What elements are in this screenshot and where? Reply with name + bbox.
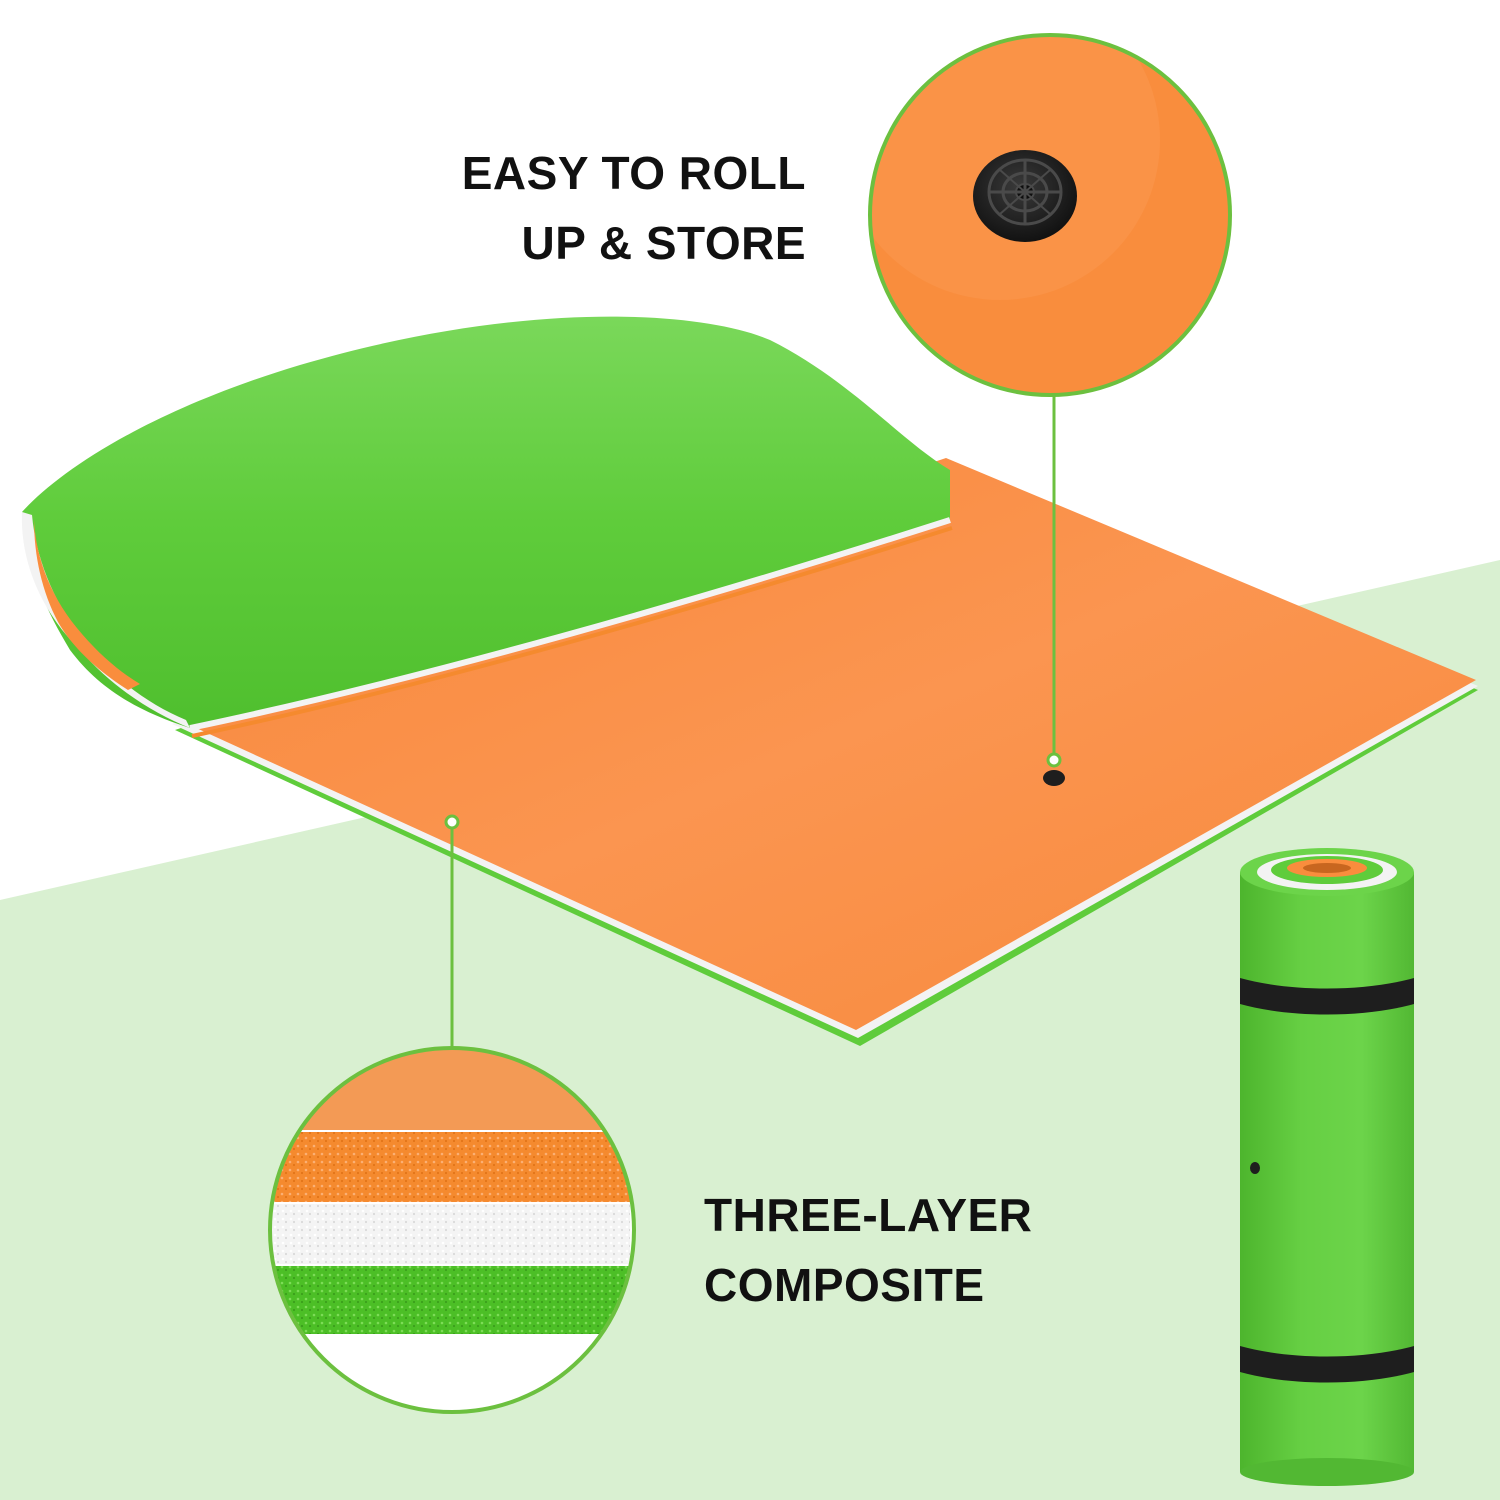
caption-top-line-1: EASY TO ROLL bbox=[461, 147, 806, 199]
mat-roll-seam bbox=[189, 517, 951, 731]
mat-roll-seam-orange bbox=[191, 526, 953, 738]
zoom-circle-drain-plug bbox=[868, 33, 1232, 397]
mat-roll-edge-white bbox=[21, 512, 190, 728]
callout-dot-top bbox=[1046, 752, 1062, 768]
mat-roll-edge-orange bbox=[34, 520, 140, 690]
drain-plug-on-mat bbox=[1043, 770, 1065, 786]
foam-layers-icon bbox=[270, 1132, 630, 1334]
caption-bottom-line-2: COMPOSITE bbox=[704, 1259, 985, 1311]
mat-rolled-section bbox=[22, 316, 950, 728]
callout-dot-bottom bbox=[444, 814, 460, 830]
caption-bottom-line-1: THREE-LAYER bbox=[704, 1189, 1033, 1241]
caption-top-line-2: UP & STORE bbox=[521, 217, 806, 269]
mat-top-surface bbox=[170, 458, 1476, 1030]
drain-plug-icon bbox=[973, 150, 1077, 242]
caption-three-layer: THREE-LAYER COMPOSITE bbox=[704, 1180, 1032, 1320]
caption-easy-to-roll: EASY TO ROLL UP & STORE bbox=[462, 138, 806, 278]
rolled-mat-standing bbox=[1240, 848, 1414, 1486]
